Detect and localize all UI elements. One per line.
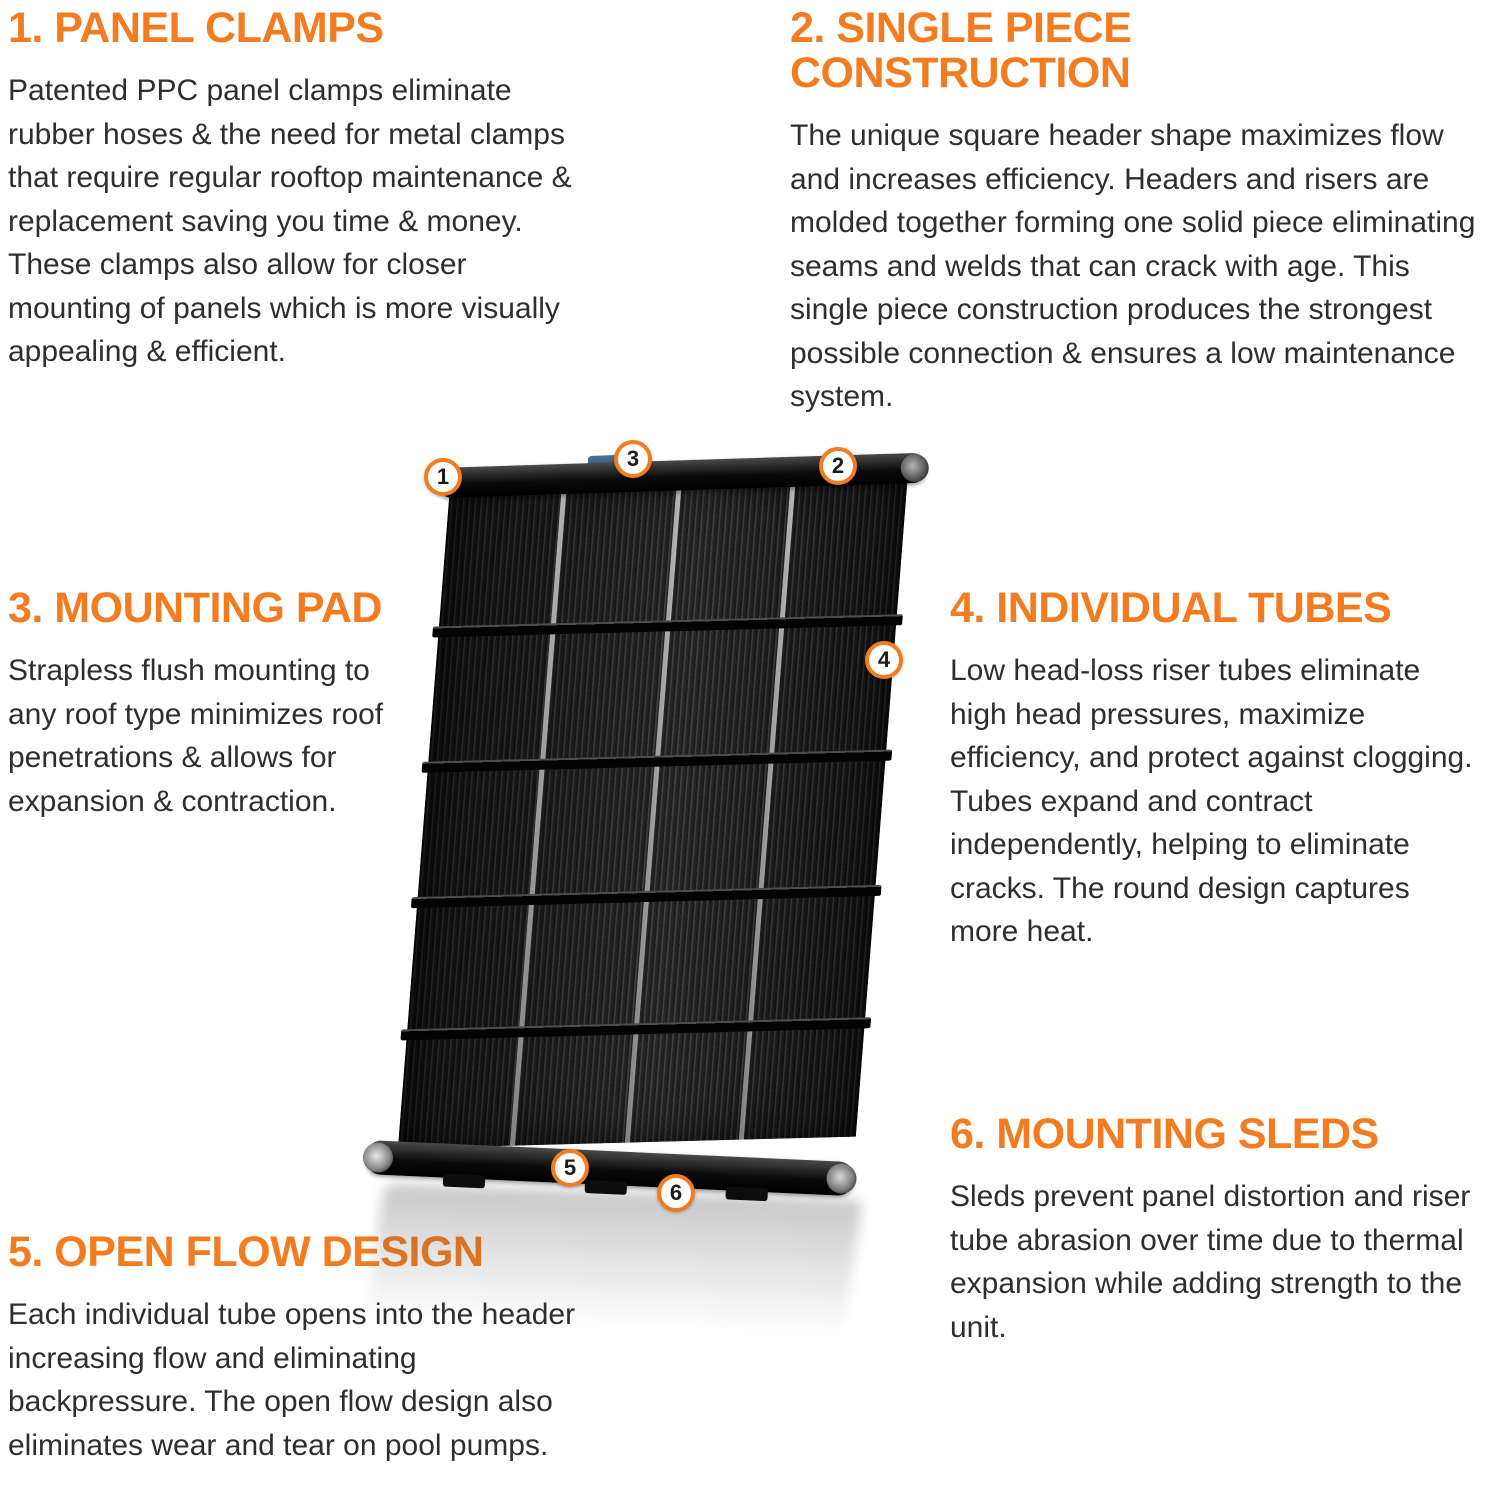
- section-6-body: Sleds prevent panel distortion and riser…: [950, 1180, 1471, 1344]
- section-5-title: 5. OPEN FLOW DESIGN: [8, 1228, 484, 1276]
- section-1-body: Patented PPC panel clamps eliminate rubb…: [8, 74, 572, 369]
- pipe-end-cap-icon: [362, 1141, 394, 1174]
- callout-badge-1: 1: [424, 458, 462, 496]
- callout-badge-5: 5: [551, 1149, 589, 1187]
- section-panel-clamps: 1. PANEL CLAMPS Patented PPC panel clamp…: [8, 4, 593, 374]
- section-5-body: Each individual tube opens into the head…: [8, 1298, 576, 1462]
- pipe-end-cap-icon: [825, 1162, 858, 1195]
- solar-panel-riser-tubes: [397, 475, 908, 1149]
- callout-badge-4: 4: [865, 641, 903, 679]
- panel-reflection: [365, 1183, 863, 1336]
- section-mounting-pad: 3. MOUNTING PAD Strapless flush mounting…: [8, 584, 413, 823]
- mounting-sled: [725, 1186, 769, 1202]
- section-2-title: 2. SINGLE PIECE CONSTRUCTION: [790, 4, 1132, 98]
- section-1-title: 1. PANEL CLAMPS: [8, 4, 384, 52]
- callout-badge-3: 3: [614, 440, 652, 478]
- mounting-sled: [442, 1173, 486, 1189]
- section-6-title: 6. MOUNTING SLEDS: [950, 1110, 1379, 1158]
- panel-column-divider: [510, 483, 568, 1146]
- panel-column-divider: [624, 480, 682, 1143]
- section-2-body: The unique square header shape maximizes…: [790, 119, 1476, 414]
- section-4-body: Low head-loss riser tubes eliminate high…: [950, 654, 1473, 949]
- section-single-piece-construction: 2. SINGLE PIECE CONSTRUCTION The unique …: [790, 4, 1480, 419]
- panel-column-divider: [739, 477, 797, 1140]
- pipe-end-cap-icon: [900, 453, 930, 483]
- section-mounting-sleds: 6. MOUNTING SLEDS Sleds prevent panel di…: [950, 1110, 1485, 1349]
- callout-badge-6: 6: [657, 1174, 695, 1212]
- section-open-flow-design: 5. OPEN FLOW DESIGN Each individual tube…: [8, 1228, 593, 1467]
- callout-badge-2: 2: [819, 447, 857, 485]
- mounting-sled: [584, 1179, 627, 1195]
- section-3-title: 3. MOUNTING PAD: [8, 584, 382, 632]
- section-individual-tubes: 4. INDIVIDUAL TUBES Low head-loss riser …: [950, 584, 1475, 954]
- section-4-title: 4. INDIVIDUAL TUBES: [950, 584, 1392, 632]
- section-3-body: Strapless flush mounting to any roof typ…: [8, 654, 384, 818]
